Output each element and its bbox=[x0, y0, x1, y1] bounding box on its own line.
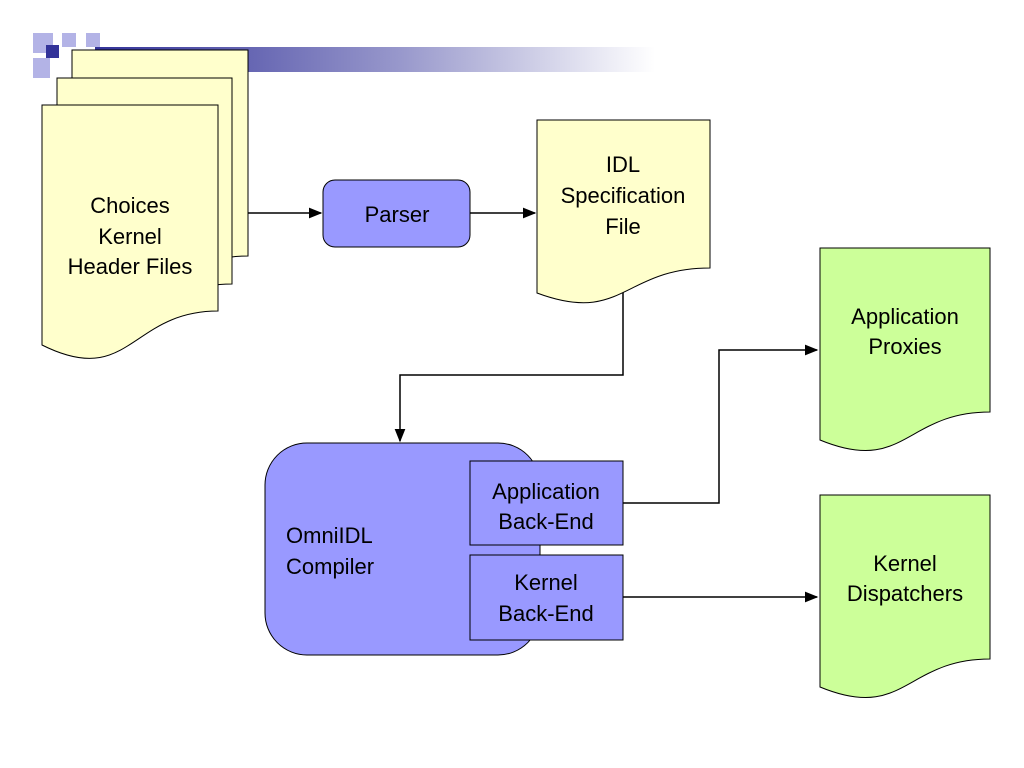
app-proxies-document: Application Proxies bbox=[819, 247, 991, 451]
arrow-idl-to-compiler bbox=[394, 290, 624, 443]
kernel-dispatchers-label: Dispatchers bbox=[847, 581, 963, 606]
idl-spec-document: IDL Specification File bbox=[536, 119, 711, 304]
compiler-node: OmniIDL Compiler Application Back-End Ke… bbox=[264, 442, 624, 656]
document-page-front bbox=[41, 104, 219, 359]
app-proxies-label: Application bbox=[851, 304, 959, 329]
arrow-app-backend-to-proxies bbox=[623, 344, 819, 504]
idl-spec-shape bbox=[536, 119, 711, 304]
header-files-label: Kernel bbox=[98, 224, 162, 249]
kernel-dispatchers-shape bbox=[819, 494, 991, 698]
header-square-lavender bbox=[62, 33, 76, 47]
header-square-lavender bbox=[33, 58, 50, 78]
header-files-label: Header Files bbox=[68, 254, 193, 279]
parser-box bbox=[322, 179, 471, 248]
kernel-backend-label: Kernel bbox=[514, 570, 578, 595]
kernel-backend-box bbox=[469, 554, 624, 641]
kernel-backend-label: Back-End bbox=[498, 601, 593, 626]
app-proxies-label: Proxies bbox=[868, 334, 941, 359]
parser-label: Parser bbox=[365, 202, 430, 227]
compiler-label: Compiler bbox=[286, 554, 374, 579]
idl-spec-label: File bbox=[605, 214, 640, 239]
header-square-navy bbox=[46, 45, 59, 58]
app-backend-box bbox=[469, 460, 624, 546]
parser-node: Parser bbox=[322, 179, 471, 248]
compiler-label: OmniIDL bbox=[286, 523, 373, 548]
kernel-dispatchers-label: Kernel bbox=[873, 551, 937, 576]
app-backend-label: Application bbox=[492, 479, 600, 504]
idl-spec-label: Specification bbox=[561, 183, 686, 208]
header-files-label: Choices bbox=[90, 193, 169, 218]
kernel-dispatchers-document: Kernel Dispatchers bbox=[819, 494, 991, 698]
app-proxies-shape bbox=[819, 247, 991, 451]
header-square-lavender bbox=[86, 33, 100, 47]
app-backend-label: Back-End bbox=[498, 509, 593, 534]
header-files-document-stack: Choices Kernel Header Files bbox=[41, 49, 249, 359]
idl-spec-label: IDL bbox=[606, 152, 640, 177]
